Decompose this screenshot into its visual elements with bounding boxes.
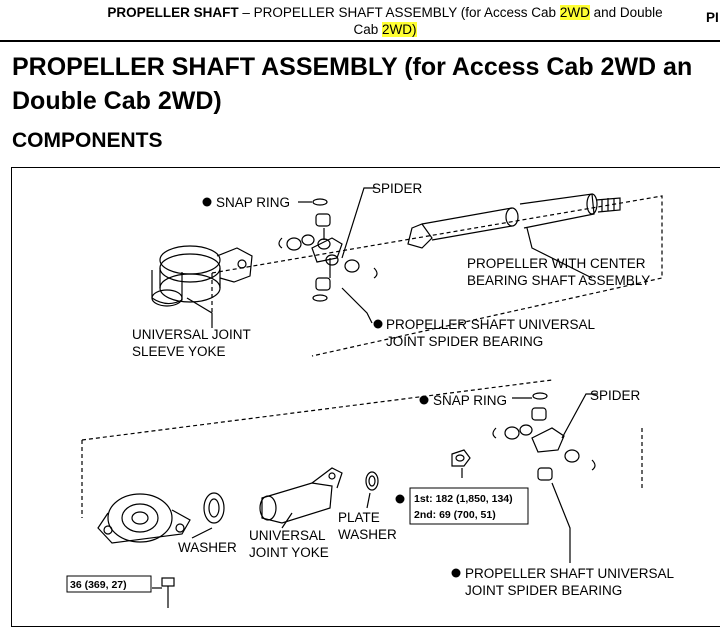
label-plate-washer-2: WASHER bbox=[338, 527, 397, 542]
label-uj-yoke-2: JOINT YOKE bbox=[249, 545, 329, 560]
label-snap-ring-top: SNAP RING bbox=[216, 195, 290, 210]
spider-bottom-icon bbox=[504, 407, 580, 481]
label-uj-sleeve-2: SLEEVE YOKE bbox=[132, 344, 226, 359]
label-uj-sleeve-1: UNIVERSAL JOINT bbox=[132, 327, 251, 342]
label-spider-bearing-bottom-2: JOINT SPIDER BEARING bbox=[465, 583, 622, 598]
label-spider-bearing-top-2: JOINT SPIDER BEARING bbox=[386, 334, 543, 349]
bullet-icon bbox=[373, 319, 383, 329]
torque-2nd: 2nd: 69 (700, 51) bbox=[414, 509, 496, 521]
snap-ring-top-icon bbox=[278, 198, 378, 302]
label-propeller-center-1: PROPELLER WITH CENTER bbox=[467, 256, 646, 271]
header-section: PROPELLER SHAFT bbox=[107, 5, 239, 20]
highlight-2wd-2: 2WD) bbox=[382, 22, 417, 37]
bullet-icon bbox=[395, 494, 405, 504]
plate-washer-icon bbox=[365, 471, 379, 491]
highlight-2wd-1: 2WD bbox=[559, 5, 590, 20]
label-snap-ring-bottom: SNAP RING bbox=[433, 393, 507, 408]
bullet-icon bbox=[451, 568, 461, 578]
propeller-shaft-icon bbox=[407, 193, 621, 249]
washer-icon bbox=[203, 492, 225, 524]
bolt-icon bbox=[161, 577, 175, 608]
spider-bearing-top-icon bbox=[286, 213, 360, 291]
bullet-icon bbox=[419, 395, 429, 405]
header-rule bbox=[0, 40, 720, 42]
label-plate-washer-1: PLATE bbox=[338, 510, 380, 525]
spider-top-icon bbox=[311, 228, 343, 278]
universal-joint-sleeve-yoke-icon bbox=[151, 245, 253, 307]
torque-bolt: 36 (369, 27) bbox=[70, 579, 127, 591]
page-header: PROPELLER SHAFT – PROPELLER SHAFT ASSEMB… bbox=[0, 2, 720, 40]
universal-joint-yoke-icon bbox=[259, 467, 343, 524]
nut-icon bbox=[451, 449, 471, 467]
components-diagram: SNAP RING SPIDER PROPELLER WITH CENTER B… bbox=[11, 167, 720, 627]
center-bearing-icon bbox=[97, 493, 191, 544]
label-spider-bearing-bottom-1: PROPELLER SHAFT UNIVERSAL bbox=[465, 566, 675, 581]
label-propeller-center-2: BEARING SHAFT ASSEMBLY bbox=[467, 273, 650, 288]
label-spider-bearing-top-1: PROPELLER SHAFT UNIVERSAL bbox=[386, 317, 596, 332]
page-title: PROPELLER SHAFT ASSEMBLY (for Access Cab… bbox=[12, 53, 693, 115]
torque-box bbox=[409, 487, 529, 525]
label-uj-yoke-1: UNIVERSAL bbox=[249, 528, 326, 543]
section-subtitle: COMPONENTS bbox=[12, 129, 163, 152]
torque-bolt-box bbox=[66, 575, 152, 593]
header-title: PROPELLER SHAFT – PROPELLER SHAFT ASSEMB… bbox=[107, 5, 663, 37]
diagram-svg: SNAP RING SPIDER PROPELLER WITH CENTER B… bbox=[66, 181, 675, 608]
label-spider-bottom: SPIDER bbox=[590, 388, 641, 403]
label-spider-top: SPIDER bbox=[372, 181, 423, 196]
label-washer: WASHER bbox=[178, 540, 237, 555]
header-right-cut: PI bbox=[706, 10, 719, 25]
snap-ring-bottom-icon bbox=[492, 392, 596, 471]
bullet-icon bbox=[202, 197, 212, 207]
torque-1st: 1st: 182 (1,850, 134) bbox=[414, 493, 513, 505]
